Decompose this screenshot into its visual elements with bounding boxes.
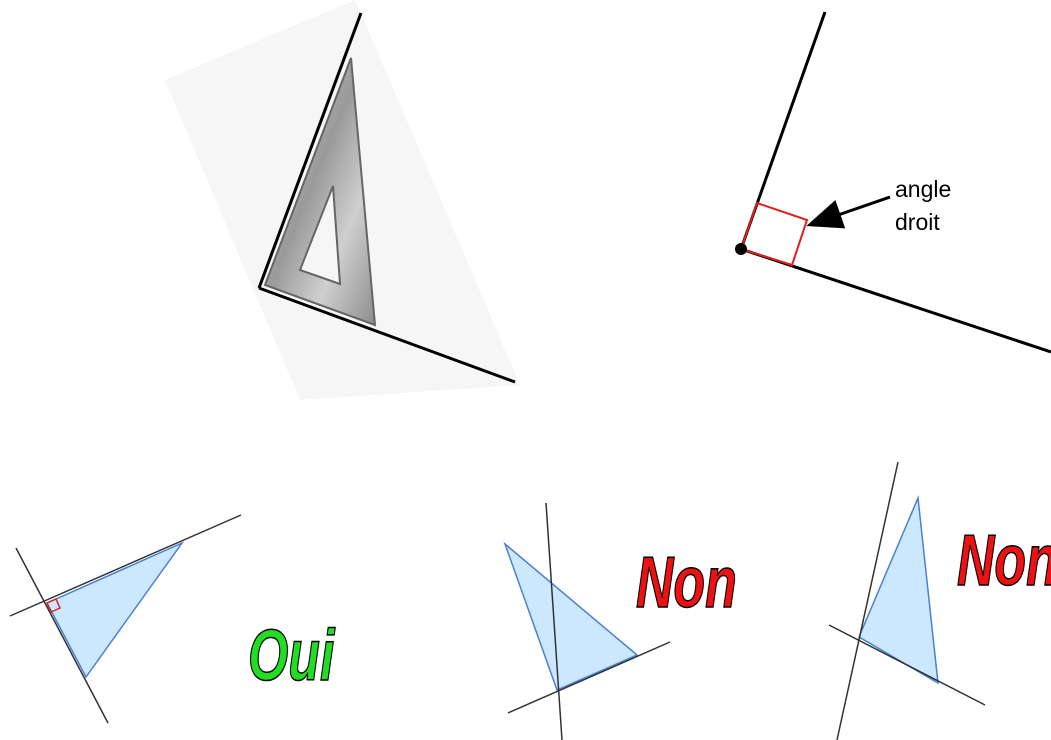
set-square-panel (165, 0, 520, 400)
example-wrong-2: Non (828, 461, 1051, 740)
line-a (836, 461, 899, 740)
verdict-no: Non (636, 543, 737, 623)
line-b (15, 547, 109, 724)
line-a (545, 502, 563, 740)
angle-label-line1: angle (895, 176, 951, 202)
right-angle-panel: angle droit (735, 11, 1051, 354)
example-correct: Oui (9, 514, 336, 724)
line-a (9, 514, 242, 617)
set-square-icon (263, 57, 377, 327)
triangle (45, 541, 185, 679)
triangle (503, 541, 639, 692)
angle-side-horizontal (740, 247, 1051, 354)
angle-side-vertical (257, 12, 363, 289)
triangle (858, 495, 939, 685)
right-angle-marker (46, 598, 61, 613)
verdict-no: Non (957, 521, 1051, 601)
vertex-point (735, 243, 747, 255)
example-wrong-1: Non (503, 502, 737, 740)
label-arrow (806, 195, 891, 229)
line-b (507, 641, 671, 714)
angle-label-line2: droit (895, 209, 940, 235)
line-b (828, 624, 986, 706)
angle-side-horizontal (258, 286, 516, 384)
right-angle-marker (739, 201, 809, 267)
verdict-yes: Oui (248, 616, 336, 696)
